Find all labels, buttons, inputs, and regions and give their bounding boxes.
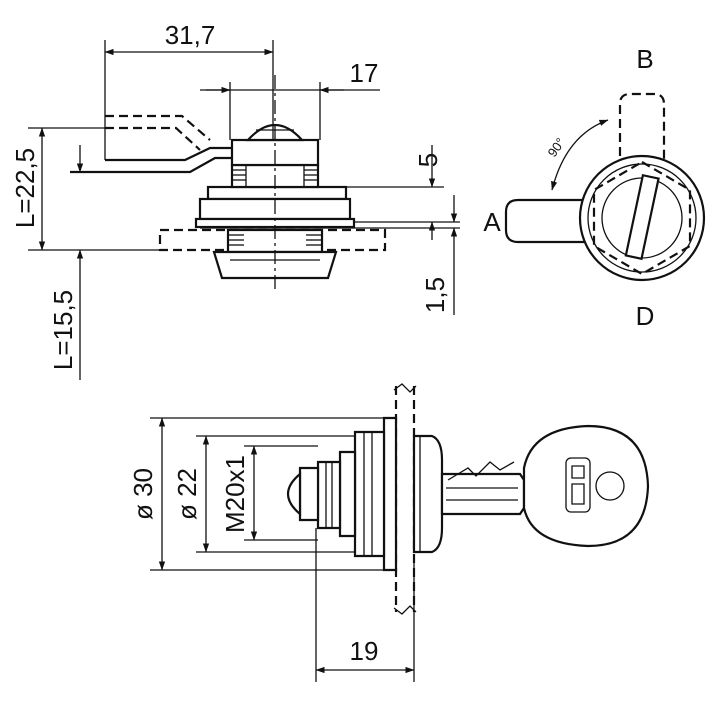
front-view: 90° B A D [483,44,706,331]
bottom-thread [325,432,373,556]
cam-arm-lower [70,156,232,174]
front-bezel [212,250,338,280]
dim-thread-m20: M20x1 [220,455,250,533]
dim-1-5: 1,5 [420,277,450,313]
key-ring-hole [595,471,625,501]
plug-slot [624,173,660,261]
dim-l-22-5: L=22,5 [10,148,40,228]
cam-arm [105,146,232,162]
nut-step [338,450,357,538]
cam-arm-b [618,92,666,170]
key-cuts [447,461,515,481]
panel-break-top [393,383,417,393]
dim-19: 19 [350,636,379,666]
inner-ring [587,163,697,273]
position-a: A [483,207,501,237]
rotation-arrow [551,119,609,191]
angle-label: 90° [545,135,569,160]
lower-thread [228,234,322,246]
key-bow [522,424,650,548]
upper-thread [232,165,318,187]
dim-17: 17 [350,58,379,88]
key-logo [565,457,591,513]
position-b: B [636,44,653,74]
key-logo-marks [571,465,585,505]
nut-body [353,430,386,558]
dim-diameter-22: ø 22 [172,468,202,520]
dim-31-7: 31,7 [165,20,216,50]
dim-l-15-5: L=15,5 [48,290,78,370]
flange-top [206,185,348,201]
panel-outline [158,228,387,252]
cam-arm-alt-top [105,114,211,141]
cam-arm-alt-bottom [105,126,201,151]
position-d: D [636,301,655,331]
panel-break-bottom [393,605,417,615]
flange-ring [382,416,398,572]
cylinder-face [412,434,444,554]
dim-diameter-30: ø 30 [128,468,158,520]
screw-dome [286,471,302,517]
key-blade [440,472,526,516]
thread-body [316,460,342,530]
dim-5: 5 [413,153,443,167]
cam-stub [298,466,320,522]
panel-section [394,386,416,612]
cam-arm-a [504,198,600,244]
side-view: 31,7 17 5 1,5 L=22,5 L=15,5 [10,20,460,380]
bottom-view: ø 30 ø 22 M20x1 19 [128,383,650,682]
